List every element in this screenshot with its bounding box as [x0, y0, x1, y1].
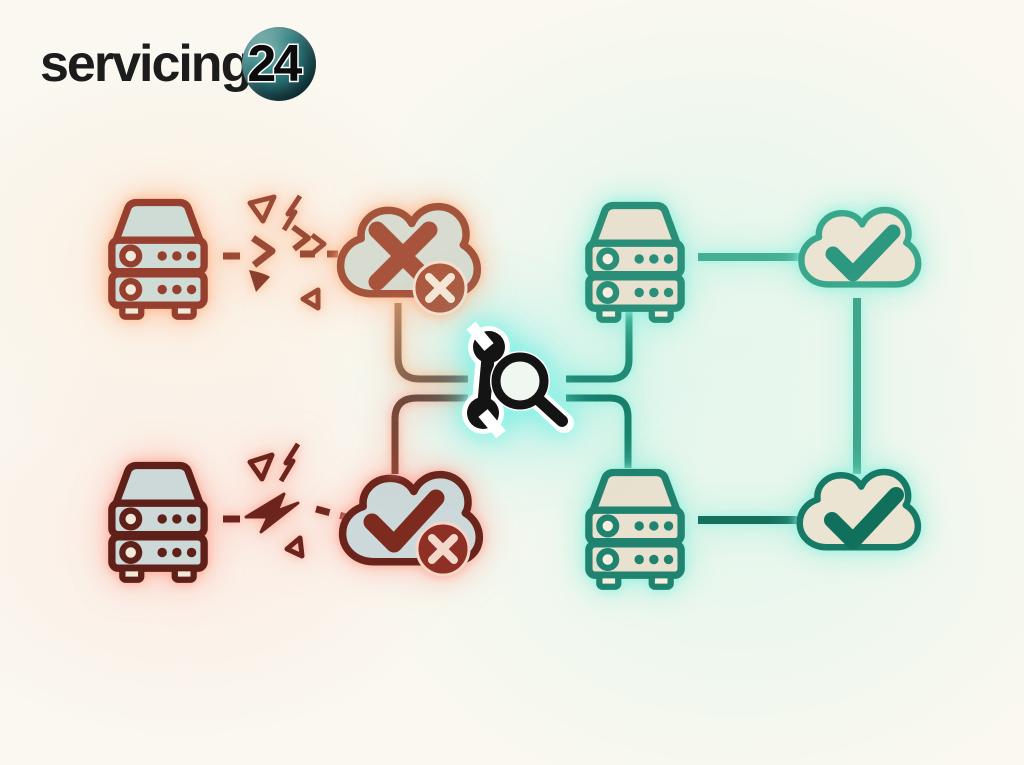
connector-ok-top	[566, 312, 633, 383]
connector-ok-bottom	[566, 394, 632, 468]
cloud-ok-bottom-icon	[800, 472, 918, 547]
logo-globe-badge-icon: 24	[242, 27, 317, 101]
logo-wordmark: servicing	[40, 35, 252, 93]
logo-badge-number: 24	[246, 34, 304, 95]
cloud-ok-top-icon	[801, 210, 918, 284]
broken-connection-bottom-icon	[223, 442, 347, 559]
cloud-error-icon	[341, 207, 478, 316]
server-ok-bottom-icon	[589, 472, 681, 586]
server-error-top-icon	[112, 202, 204, 316]
connector-error-top	[394, 303, 468, 383]
check-mark	[824, 487, 904, 549]
servicing24-logo: servicing 24	[40, 26, 317, 102]
x-badge-icon	[415, 521, 471, 577]
connector-error-bottom	[391, 394, 468, 474]
x-badge-icon	[412, 260, 468, 316]
wrench-magnifier-icon	[462, 321, 574, 439]
check-mark	[825, 224, 901, 282]
broken-connection-top-icon	[223, 194, 338, 311]
cloud-warning-icon	[343, 475, 480, 577]
check-mark	[363, 489, 445, 553]
server-ok-top-icon	[589, 205, 681, 319]
server-error-bottom-icon	[112, 465, 204, 579]
